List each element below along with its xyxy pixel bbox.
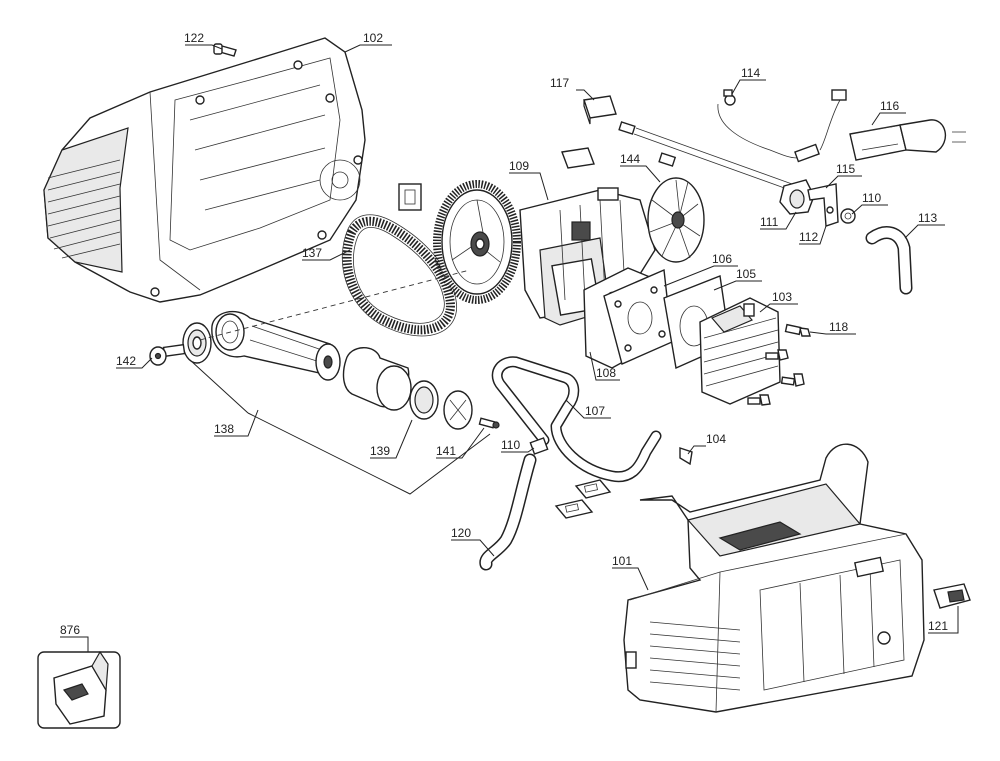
rubber-pad-part <box>398 183 422 211</box>
nut-part-110-lower <box>529 437 549 455</box>
switch-part-121 <box>933 583 971 609</box>
callout-103: 103 <box>772 290 792 304</box>
connecting-rod-part-138 <box>211 310 341 381</box>
outlet-tube-part-107 <box>491 356 662 483</box>
callout-137: 137 <box>302 246 322 260</box>
callout-106: 106 <box>712 252 732 266</box>
callout-110-upper: 110 <box>862 191 881 205</box>
callout-876: 876 <box>60 623 80 637</box>
rear-housing-part-102 <box>43 37 366 303</box>
rubber-foot-parts <box>554 479 612 519</box>
callout-104: 104 <box>706 432 726 446</box>
callout-117: 117 <box>550 76 569 90</box>
bearing-part <box>182 322 212 364</box>
callout-labels: 122 102 117 114 116 109 144 115 110 113 … <box>60 31 948 637</box>
callout-142: 142 <box>116 354 136 368</box>
callout-108: 108 <box>596 366 616 380</box>
power-cord-part-116 <box>717 89 966 163</box>
cooling-fan-part-144 <box>647 177 705 263</box>
bolt-part-118 <box>747 323 811 406</box>
callout-101: 101 <box>612 554 632 568</box>
hardware-kit-inset-876 <box>37 650 121 729</box>
cylinder-head-part-103 <box>699 297 781 405</box>
foam-pad-part-117 <box>561 95 617 169</box>
callout-105: 105 <box>736 267 756 281</box>
hose-part-113 <box>865 226 913 295</box>
callout-120: 120 <box>451 526 471 540</box>
callout-115: 115 <box>836 162 855 176</box>
callout-111: 111 <box>760 215 779 229</box>
callout-116: 116 <box>880 99 899 113</box>
motor-pulley-part-109 <box>433 180 521 304</box>
pressure-switch-part-111 <box>618 121 815 215</box>
assembly-axis <box>199 269 471 341</box>
nut-part-110-upper <box>840 208 856 224</box>
callout-121: 121 <box>928 619 948 633</box>
callout-110-lower: 110 <box>501 438 520 452</box>
piston-cap-part-141 <box>443 390 500 430</box>
shaft-pin-part <box>162 343 186 358</box>
callout-138: 138 <box>214 422 234 436</box>
callout-113: 113 <box>918 211 937 225</box>
terminal-part-114 <box>723 89 736 106</box>
callout-102: 102 <box>363 31 383 45</box>
callout-109: 109 <box>509 159 529 173</box>
screw-part-122 <box>213 43 237 57</box>
callout-141: 141 <box>436 444 456 458</box>
hose-part-120 <box>479 453 537 571</box>
callout-112: 112 <box>799 230 818 244</box>
callout-118: 118 <box>829 320 848 334</box>
callout-122: 122 <box>184 31 204 45</box>
callout-139: 139 <box>370 444 390 458</box>
callout-114: 114 <box>741 66 760 80</box>
piston-sleeve-part-139 <box>342 347 439 420</box>
callout-144: 144 <box>620 152 640 166</box>
drive-belt-part-137 <box>341 214 458 337</box>
front-housing-part-101 <box>623 443 925 713</box>
leader-lines <box>60 44 959 652</box>
washer-part-142 <box>149 346 167 366</box>
callout-107: 107 <box>585 404 605 418</box>
bracket-part-112 <box>807 183 839 227</box>
